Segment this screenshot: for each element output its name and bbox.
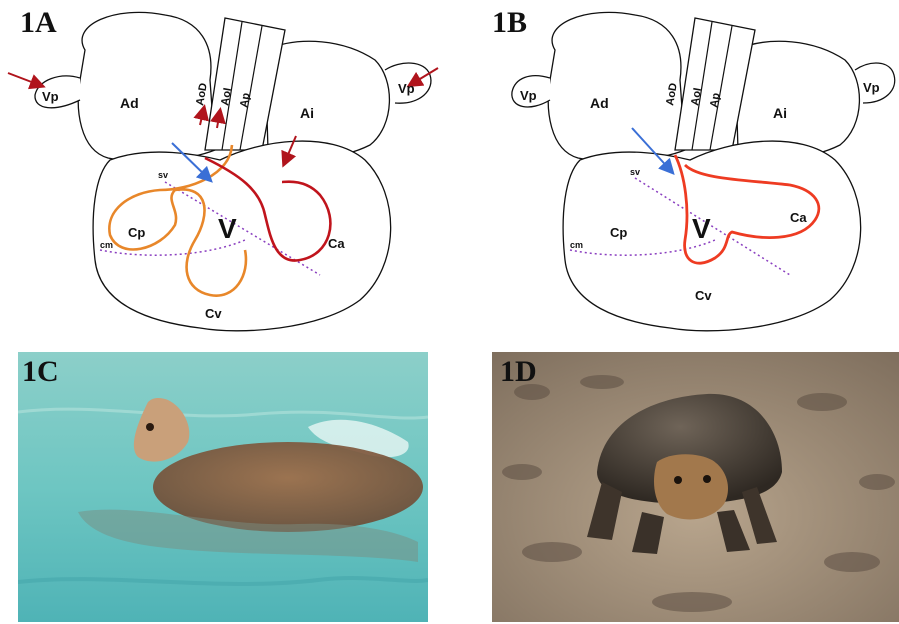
label-cv: Cv — [695, 288, 712, 303]
sea-turtle-photo — [18, 352, 428, 622]
label-vp-left: Vp — [520, 88, 537, 103]
label-ca: Ca — [328, 236, 345, 251]
label-vp-right: Vp — [863, 80, 880, 95]
panel-label-1c: 1C — [22, 357, 59, 387]
left-atrium-shape — [735, 41, 859, 158]
label-sv: sv — [158, 170, 168, 180]
label-ai: Ai — [300, 105, 314, 121]
label-v: V — [692, 213, 711, 244]
label-ad: Ad — [590, 95, 609, 111]
label-ap: Ap — [708, 92, 722, 109]
label-cm: cm — [100, 240, 113, 250]
label-cv: Cv — [205, 306, 222, 321]
label-ca: Ca — [790, 210, 807, 225]
heart-diagram-1a: Vp Vp Ad Ai AoD AoI Ap V Cp Cv Ca sv cm — [0, 0, 440, 335]
heart-diagram-1b: Vp Vp Ad Ai AoD AoI Ap V Cp Cv Ca sv cm — [470, 0, 899, 335]
label-vp-right: Vp — [398, 81, 415, 96]
right-atrium-shape — [78, 12, 215, 161]
label-ai: Ai — [773, 105, 787, 121]
right-atrium-shape — [548, 12, 685, 161]
label-cp: Cp — [610, 225, 627, 240]
label-sv: sv — [630, 167, 640, 177]
left-atrium-shape — [265, 41, 389, 158]
label-ap: Ap — [238, 92, 252, 109]
label-vp-left: Vp — [42, 89, 59, 104]
label-v: V — [218, 213, 237, 244]
label-cm: cm — [570, 240, 583, 250]
ventricle-shape — [563, 141, 861, 331]
label-ad: Ad — [120, 95, 139, 111]
tortoise-photo — [492, 352, 899, 622]
arrow-vp-left — [8, 73, 42, 86]
panel-label-1d: 1D — [500, 357, 537, 387]
label-cp: Cp — [128, 225, 145, 240]
